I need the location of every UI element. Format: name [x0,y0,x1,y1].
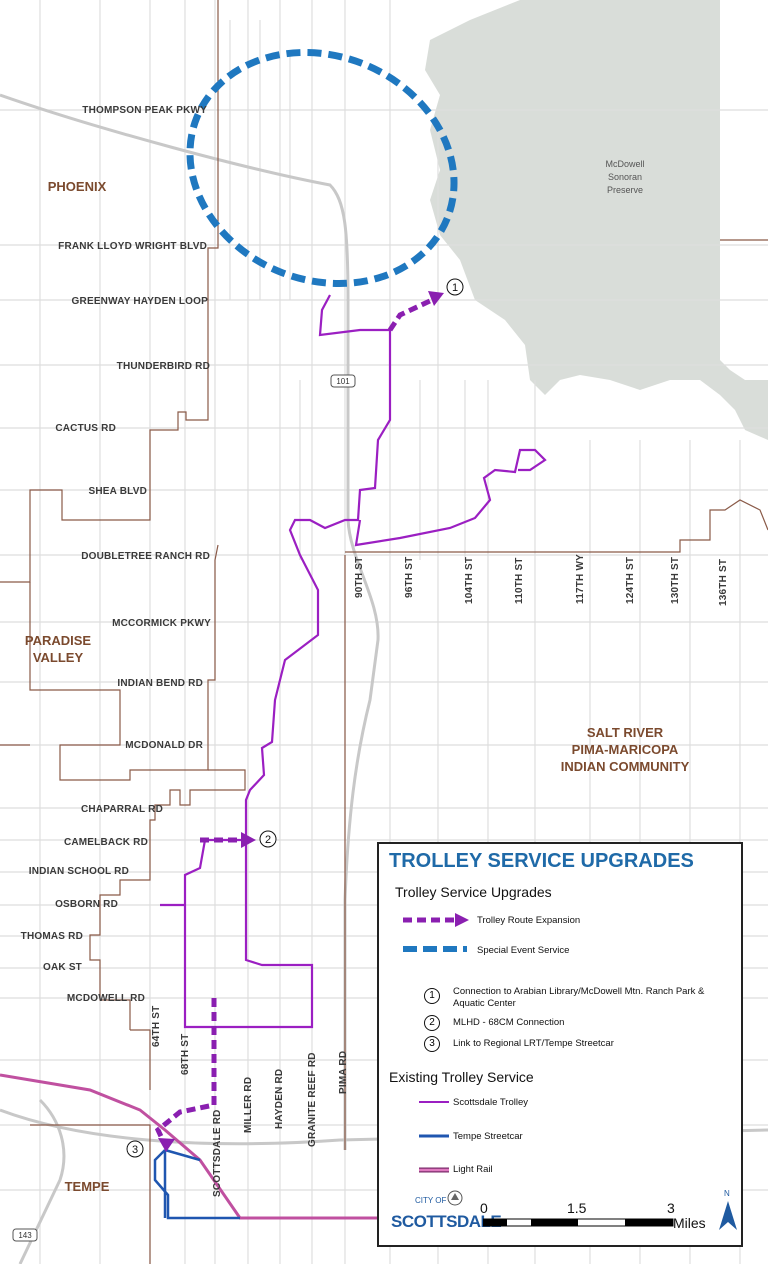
legend-title: TROLLEY SERVICE UPGRADES [389,850,694,872]
legend-item-1-label: Connection to Arabian Library/McDowell M… [453,986,705,1009]
legend-item-3-label: Link to Regional LRT/Tempe Streetcar [453,1038,614,1049]
city-labels: PHOENIX PARADISE VALLEY SALT RIVER PIMA-… [25,179,690,1194]
scottsdale-trolley-routes [160,294,547,1029]
streetcar-line-icon [419,1134,449,1138]
highway-shields: 101 143 [12,374,356,1242]
marker-3: 3 [132,1144,138,1156]
light-rail-line [0,1073,380,1220]
freeways [0,93,768,1264]
east-west-street-labels: THOMPSON PEAK PKWY FRANK LLOYD WRIGHT BL… [21,105,211,1004]
dashed-line-icon [403,946,467,952]
svg-text:THOMAS RD: THOMAS RD [21,931,83,942]
scale-bar [483,1218,674,1227]
svg-text:McDowell: McDowell [605,159,644,169]
svg-text:CACTUS RD: CACTUS RD [55,423,116,434]
trolley-line-icon [419,1101,449,1103]
svg-text:HAYDEN RD: HAYDEN RD [274,1069,285,1129]
light-rail-line-icon [419,1167,449,1173]
marker-2: 2 [265,834,271,846]
expansion-arrowheads [158,291,444,1152]
legend-upgrades-heading: Trolley Service Upgrades [395,884,552,900]
svg-text:THOMPSON PEAK PKWY: THOMPSON PEAK PKWY [82,105,207,116]
highway-101-label: 101 [336,377,350,386]
north-arrow-icon [719,1201,737,1230]
legend-tempe-streetcar: Tempe Streetcar [453,1131,523,1142]
city-paradise: PARADISE [25,633,92,648]
logo-city-of: CITY OF [415,1196,447,1205]
svg-text:CHAPARRAL RD: CHAPARRAL RD [81,804,163,815]
scale-unit: Miles [673,1215,706,1231]
trolley-route-expansion [154,297,434,1147]
svg-text:MILLER RD: MILLER RD [243,1077,254,1133]
svg-text:MCDOWELL RD: MCDOWELL RD [67,993,145,1004]
legend-marker-1: 1 [424,988,440,1004]
city-phoenix: PHOENIX [48,179,107,194]
scale-tick-0: 0 [480,1200,488,1216]
svg-text:CAMELBACK RD: CAMELBACK RD [64,837,148,848]
svg-text:68TH ST: 68TH ST [180,1034,191,1075]
svg-text:OSBORN RD: OSBORN RD [55,899,118,910]
svg-text:110TH ST: 110TH ST [514,557,525,604]
logo-scottsdale: SCOTTSDALE [391,1212,502,1231]
preserve-label: McDowell Sonoran Preserve [605,159,644,195]
svg-text:96TH ST: 96TH ST [404,557,415,598]
scale-tick-3: 3 [667,1200,675,1216]
svg-text:THUNDERBIRD RD: THUNDERBIRD RD [117,361,210,372]
tempe-streetcar-line [153,1148,240,1220]
legend-light-rail: Light Rail [453,1164,493,1175]
svg-text:GRANITE REEF RD: GRANITE REEF RD [307,1052,318,1147]
svg-text:Sonoran: Sonoran [608,172,642,182]
svg-text:MCDONALD DR: MCDONALD DR [125,740,203,751]
legend-scottsdale-trolley: Scottsdale Trolley [453,1097,528,1108]
dashed-arrow-icon [403,913,469,927]
svg-text:INDIAN SCHOOL RD: INDIAN SCHOOL RD [29,866,129,877]
legend-existing-heading: Existing Trolley Service [389,1069,534,1085]
map-legend: TROLLEY SERVICE UPGRADES Trolley Service… [377,842,743,1247]
logo-emblem-icon [447,1190,463,1206]
north-label: N [724,1189,730,1198]
north-south-street-labels: 90TH ST 96TH ST 104TH ST 110TH ST 117TH … [151,554,729,1197]
legend-item-2-label: MLHD - 68CM Connection [453,1017,565,1028]
svg-text:104TH ST: 104TH ST [464,557,475,604]
legend-trolley-route-expansion: Trolley Route Expansion [477,915,581,926]
svg-text:MCCORMICK PKWY: MCCORMICK PKWY [112,618,211,629]
svg-text:DOUBLETREE RANCH RD: DOUBLETREE RANCH RD [81,551,210,562]
city-tempe: TEMPE [65,1179,110,1194]
svg-text:GREENWAY HAYDEN LOOP: GREENWAY HAYDEN LOOP [72,296,209,307]
svg-text:130TH ST: 130TH ST [670,557,681,604]
svg-text:117TH WY: 117TH WY [575,554,586,604]
svg-text:90TH ST: 90TH ST [354,557,365,598]
scale-tick-1-5: 1.5 [567,1200,587,1216]
svg-text:INDIAN BEND RD: INDIAN BEND RD [117,678,203,689]
svg-text:SCOTTSDALE RD: SCOTTSDALE RD [212,1109,223,1197]
svg-text:Preserve: Preserve [607,185,643,195]
map-markers: 1 2 3 [126,278,464,1158]
svg-text:124TH ST: 124TH ST [625,557,636,604]
legend-marker-3: 3 [424,1036,440,1052]
legend-marker-2: 2 [424,1015,440,1031]
svg-text:136TH ST: 136TH ST [718,559,729,606]
city-indian-community: INDIAN COMMUNITY [561,759,690,774]
city-salt-river: SALT RIVER [587,725,664,740]
legend-special-event-service: Special Event Service [477,945,570,956]
city-pima-maricopa: PIMA-MARICOPA [572,742,679,757]
city-valley: VALLEY [33,650,84,665]
svg-text:64TH ST: 64TH ST [151,1006,162,1047]
highway-143-label: 143 [18,1231,32,1240]
mcdowell-sonoran-preserve [425,0,768,440]
svg-text:OAK ST: OAK ST [43,962,82,973]
special-event-service-loop [186,48,458,288]
svg-text:FRANK LLOYD WRIGHT BLVD: FRANK LLOYD WRIGHT BLVD [58,241,207,252]
marker-1: 1 [452,282,458,294]
svg-text:SHEA BLVD: SHEA BLVD [89,486,147,497]
svg-text:PIMA RD: PIMA RD [338,1051,349,1094]
